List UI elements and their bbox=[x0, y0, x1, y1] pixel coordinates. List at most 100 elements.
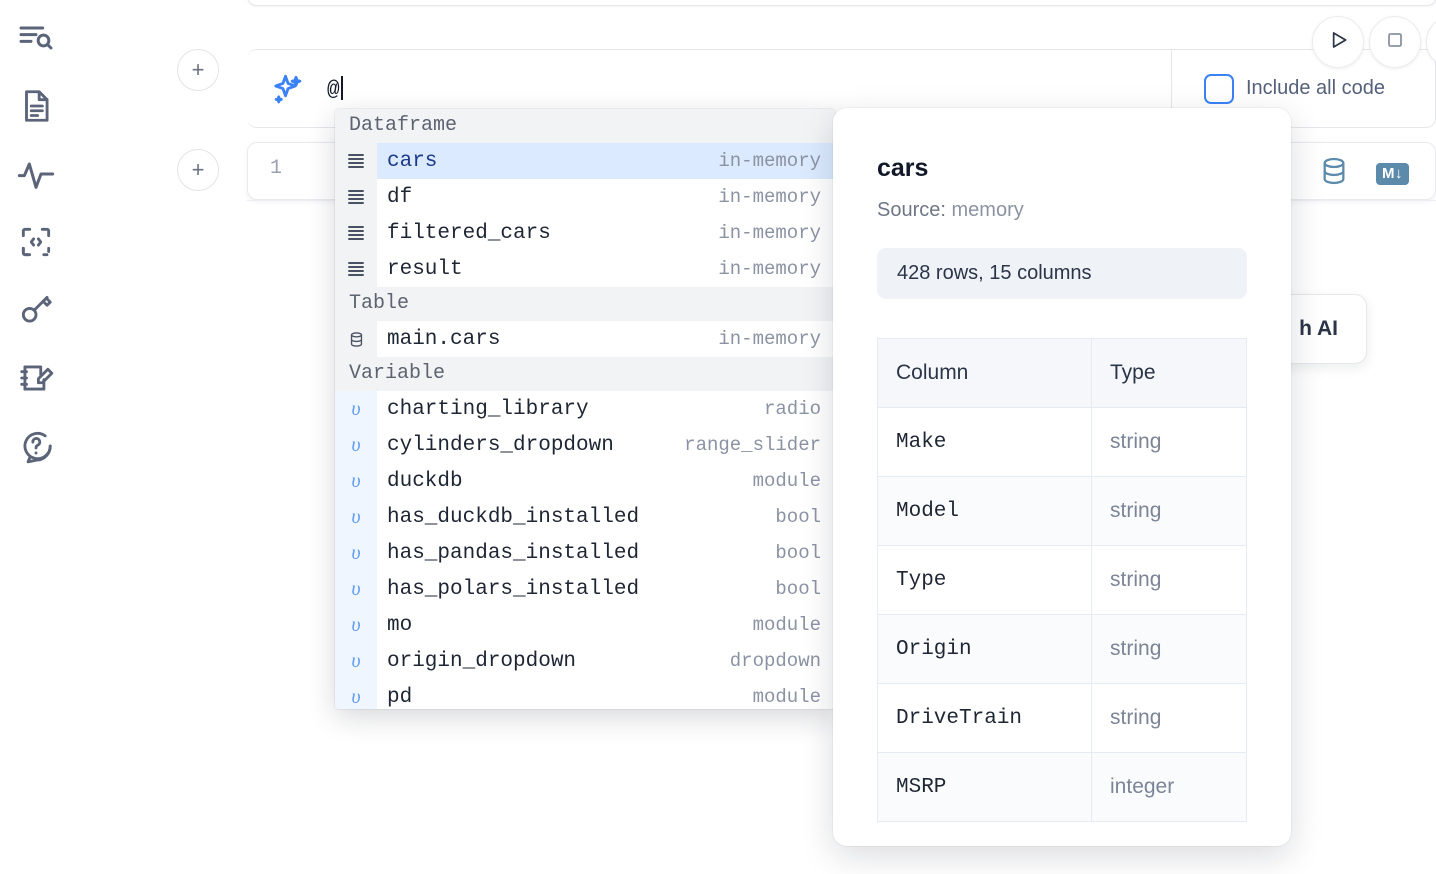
autocomplete-item-meta: module bbox=[752, 470, 821, 492]
database-icon bbox=[335, 321, 377, 357]
variable-icon: υ bbox=[335, 463, 377, 499]
plus-icon: + bbox=[191, 57, 205, 82]
checkbox-icon[interactable] bbox=[1204, 73, 1234, 104]
variable-icon: υ bbox=[335, 643, 377, 679]
key-icon bbox=[17, 291, 55, 329]
variable-icon: υ bbox=[335, 679, 377, 709]
left-sidebar bbox=[0, 0, 72, 874]
autocomplete-item-meta: in-memory bbox=[718, 258, 821, 280]
schema-col-header-type: Type bbox=[1091, 338, 1247, 408]
autocomplete-item-name: pd bbox=[387, 685, 413, 709]
run-button[interactable] bbox=[1312, 16, 1364, 68]
schema-column-type: string bbox=[1091, 683, 1247, 753]
schema-column-name: Make bbox=[877, 407, 1093, 477]
schema-table-header-row: Column Type bbox=[877, 338, 1247, 408]
autocomplete-item-meta: module bbox=[752, 614, 821, 636]
autocomplete-item-name: charting_library bbox=[387, 397, 589, 421]
autocomplete-item-meta: in-memory bbox=[718, 186, 821, 208]
autocomplete-item-meta: in-memory bbox=[718, 222, 821, 244]
cell-icon-group: M↓ bbox=[1318, 155, 1409, 192]
sidebar-item-help[interactable] bbox=[12, 422, 60, 470]
schema-column-name: Model bbox=[877, 476, 1093, 546]
sidebar-item-secrets[interactable] bbox=[12, 286, 60, 334]
sidebar-item-explore[interactable] bbox=[12, 14, 60, 62]
sidebar-item-scratchpad[interactable] bbox=[12, 354, 60, 402]
schema-column-name: MSRP bbox=[877, 752, 1093, 822]
markdown-icon[interactable]: M↓ bbox=[1376, 162, 1409, 185]
stop-button[interactable] bbox=[1369, 16, 1421, 68]
autocomplete-item[interactable]: υ has_duckdb_installed bool bbox=[335, 499, 835, 535]
schema-column-name: Origin bbox=[877, 614, 1093, 684]
add-cell-below-button[interactable]: + bbox=[177, 149, 219, 191]
include-all-code-checkbox[interactable]: Include all code bbox=[1204, 73, 1385, 104]
ai-prompt-input[interactable]: @ bbox=[327, 75, 343, 102]
autocomplete-item-name: main.cars bbox=[387, 327, 501, 351]
sidebar-item-document[interactable] bbox=[12, 82, 60, 130]
autocomplete-item-meta: bool bbox=[775, 578, 821, 600]
autocomplete-section-header: Table bbox=[335, 287, 835, 321]
autocomplete-item[interactable]: filtered_cars in-memory bbox=[335, 215, 835, 251]
play-icon bbox=[1325, 27, 1351, 58]
autocomplete-section-header: Dataframe bbox=[335, 109, 835, 143]
autocomplete-item[interactable]: main.cars in-memory bbox=[335, 321, 835, 357]
details-source: Source: memory bbox=[877, 199, 1247, 222]
autocomplete-item[interactable]: cars in-memory bbox=[335, 143, 835, 179]
ai-prompt-value: @ bbox=[327, 78, 340, 102]
autocomplete-item-name: filtered_cars bbox=[387, 221, 551, 245]
autocomplete-item-name: cylinders_dropdown bbox=[387, 433, 614, 457]
cell-above[interactable] bbox=[247, 0, 1436, 6]
autocomplete-item-name: has_duckdb_installed bbox=[387, 505, 640, 529]
details-source-label: Source: bbox=[877, 199, 946, 221]
schema-column-type: string bbox=[1091, 407, 1247, 477]
details-shape-badge: 428 rows, 15 columns bbox=[877, 248, 1247, 299]
autocomplete-item-name: result bbox=[387, 257, 463, 281]
schema-column-type: string bbox=[1091, 476, 1247, 546]
autocomplete-item-name: has_polars_installed bbox=[387, 577, 640, 601]
autocomplete-item-name: mo bbox=[387, 613, 413, 637]
autocomplete-item-meta: module bbox=[752, 686, 821, 708]
help-chat-icon bbox=[17, 427, 55, 465]
autocomplete-item-meta: bool bbox=[775, 506, 821, 528]
table-rows-icon bbox=[335, 215, 377, 251]
sidebar-item-snippets[interactable] bbox=[12, 218, 60, 266]
autocomplete-item[interactable]: result in-memory bbox=[335, 251, 835, 287]
autocomplete-item-meta: in-memory bbox=[718, 328, 821, 350]
autocomplete-item-meta: in-memory bbox=[718, 150, 821, 172]
line-number: 1 bbox=[270, 157, 283, 180]
database-icon[interactable] bbox=[1318, 155, 1350, 192]
details-source-value: memory bbox=[951, 199, 1024, 221]
variable-icon: υ bbox=[335, 427, 377, 463]
autocomplete-item-name: origin_dropdown bbox=[387, 649, 577, 673]
sparkle-icon bbox=[269, 71, 305, 107]
autocomplete-item-name: has_pandas_installed bbox=[387, 541, 640, 565]
notepad-edit-icon bbox=[17, 359, 55, 397]
stop-square-icon bbox=[1383, 28, 1407, 57]
schema-column-name: Type bbox=[877, 545, 1093, 615]
variable-icon: υ bbox=[335, 499, 377, 535]
details-title: cars bbox=[877, 154, 929, 182]
autocomplete-item-meta: bool bbox=[775, 542, 821, 564]
add-cell-above-button[interactable]: + bbox=[177, 49, 219, 91]
code-icon bbox=[17, 223, 55, 261]
autocomplete-item-name: duckdb bbox=[387, 469, 463, 493]
autocomplete-item-name: cars bbox=[387, 149, 438, 173]
variable-icon: υ bbox=[335, 607, 377, 643]
sidebar-item-activity[interactable] bbox=[12, 150, 60, 198]
table-rows-icon bbox=[335, 179, 377, 215]
